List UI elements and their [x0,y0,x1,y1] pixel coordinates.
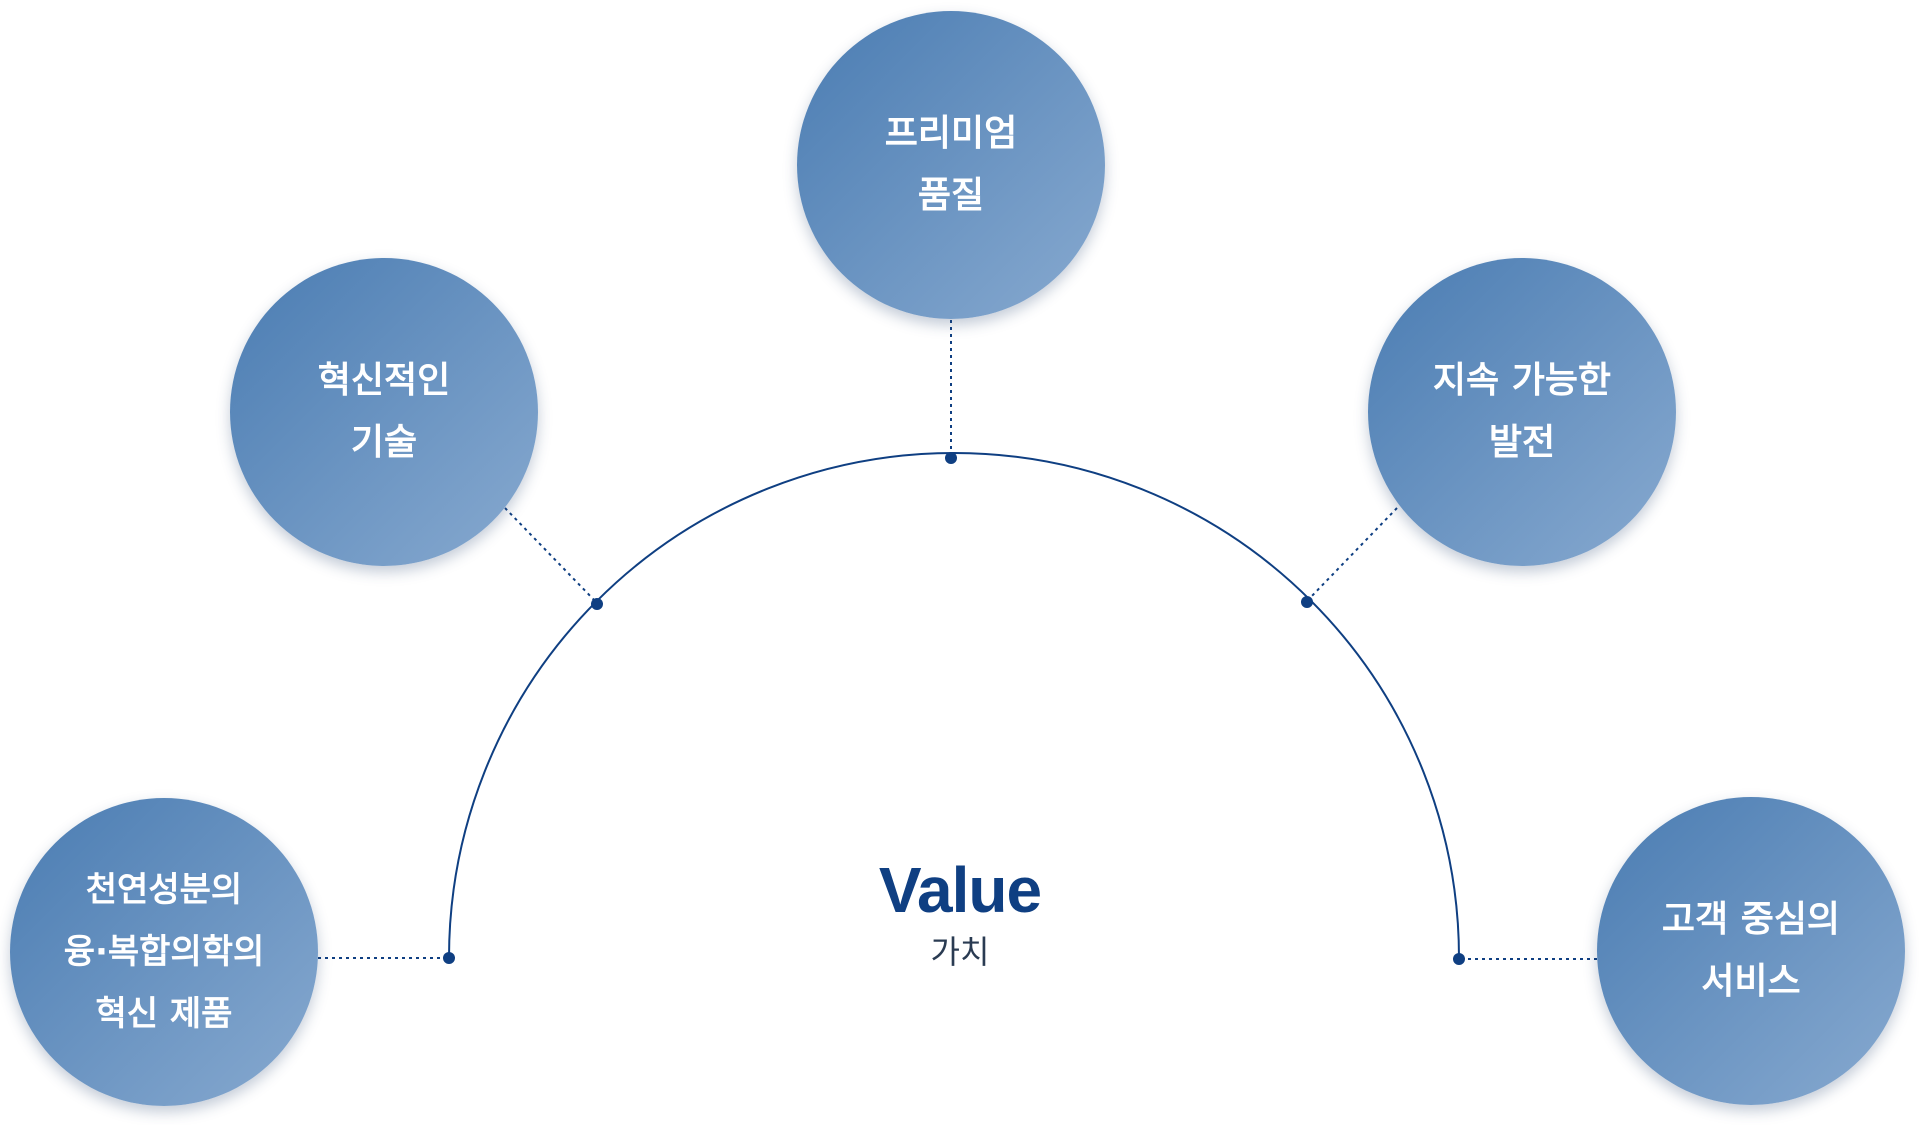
node-label-line: 기술 [350,422,418,463]
connector-upper-right [1306,507,1398,602]
node-label-line: 지속 가능한 [1432,360,1612,401]
node-label-line: 융·복합의학의 [63,932,265,972]
anchor-dot-lower-right [1453,953,1465,965]
node-top: 프리미엄 품질 [797,11,1105,319]
node-label-line: 고객 중심의 [1661,899,1841,940]
node-label-line: 천연성분의 [85,870,243,910]
anchor-dot-top [945,452,957,464]
node-upper-left-label: 혁신적인 기술 [318,350,450,474]
node-label-line: 품질 [917,175,985,216]
node-label-line: 프리미엄 [884,113,1018,154]
node-label-line: 발전 [1488,422,1556,463]
connector-upper-left [504,507,598,604]
node-label-line: 혁신 제품 [95,994,233,1034]
node-upper-left: 혁신적인 기술 [230,258,538,566]
anchor-dot-upper-right [1301,596,1313,608]
center-title: Value [878,854,1042,926]
anchor-dot-lower-left [443,952,455,964]
node-lower-right: 고객 중심의 서비스 [1597,797,1905,1105]
node-lower-left-label: 천연성분의 융·복합의학의 혁신 제품 [64,859,265,1045]
node-label-line: 혁신적인 [317,360,451,401]
node-upper-right: 지속 가능한 발전 [1368,258,1676,566]
node-lower-right-label: 고객 중심의 서비스 [1662,889,1840,1013]
anchor-dot-upper-left [591,598,603,610]
node-lower-left: 천연성분의 융·복합의학의 혁신 제품 [10,798,318,1106]
node-top-label: 프리미엄 품질 [885,103,1017,227]
center-subtitle: 가치 [930,933,990,971]
node-label-line: 서비스 [1701,961,1801,1002]
node-upper-right-label: 지속 가능한 발전 [1433,350,1611,474]
